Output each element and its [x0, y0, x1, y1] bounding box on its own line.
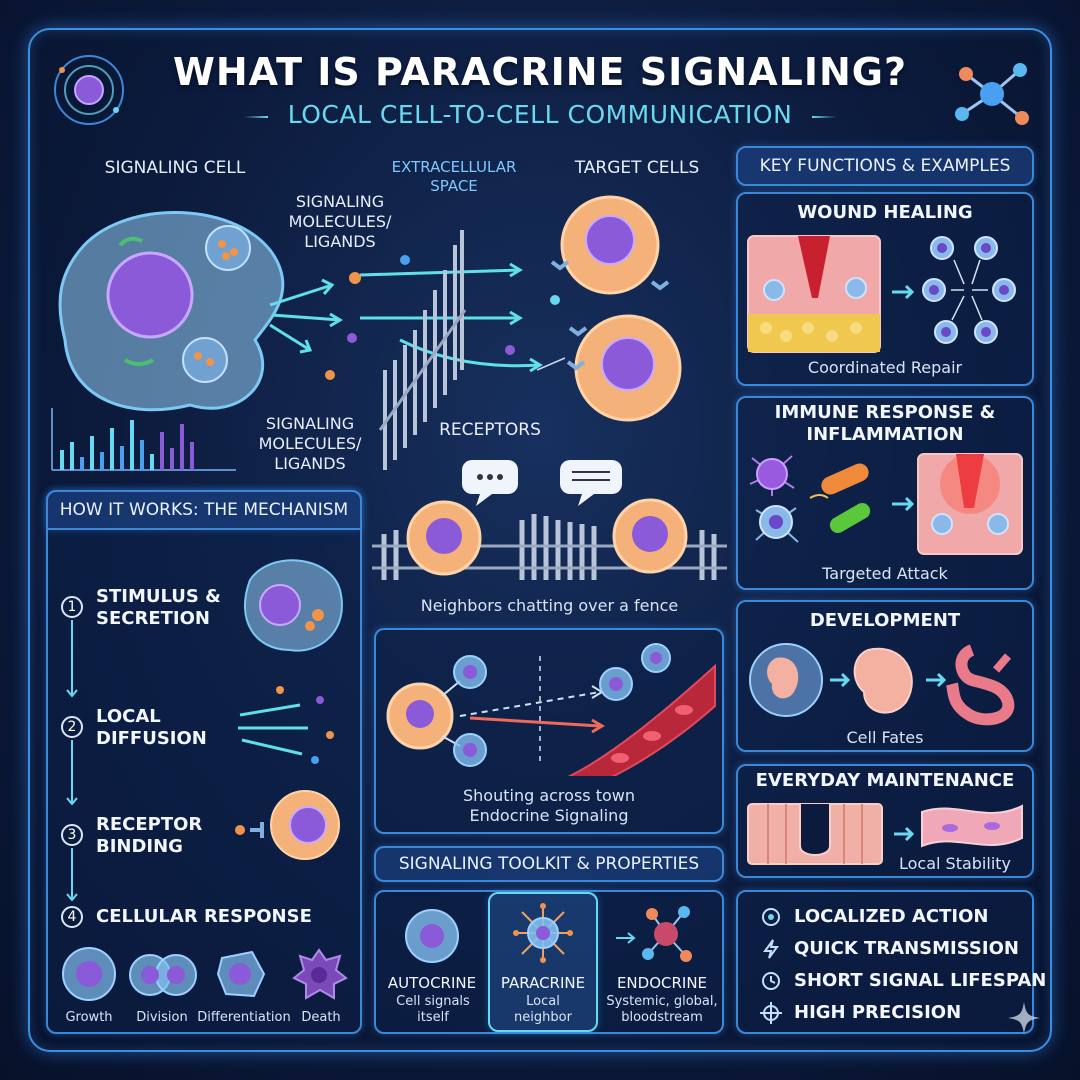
activity-bars-decoration [51, 408, 236, 471]
functions-header-box [736, 146, 1034, 186]
immune-response-illustration [749, 453, 1023, 555]
endocrine-caption-line2: Endocrine Signaling [469, 806, 629, 825]
mechanism-header-box [46, 490, 362, 530]
differentiation-cell-icon [216, 950, 266, 998]
endocrine-caption-line1: Shouting across town [463, 786, 635, 805]
page-title: WHAT IS PARACRINE SIGNALING? [172, 50, 908, 94]
properties-panel [736, 890, 1034, 1034]
step-1-label: STIMULUS & SECRETION [96, 586, 221, 629]
step-2-number: 2 [61, 716, 83, 738]
functions-header: KEY FUNCTIONS & EXAMPLES [759, 156, 1011, 176]
division-cell-icon [129, 954, 197, 996]
crosshair-icon [760, 1002, 782, 1024]
response-differentiation-label: Differentiation [197, 1010, 291, 1025]
property-short-lifespan: SHORT SIGNAL LIFESPAN [794, 970, 1047, 991]
step-3-number: 3 [61, 824, 83, 846]
growth-cell-icon [62, 947, 116, 1001]
outer-frame [28, 28, 1052, 1052]
development-title: DEVELOPMENT [809, 610, 961, 631]
property-quick-transmission: QUICK TRANSMISSION [794, 938, 1019, 959]
endocrine-desc: Systemic, global, bloodstream [606, 994, 718, 1025]
signaling-molecules-label-bottom: SIGNALING MOLECULES/ LIGANDS [258, 414, 362, 473]
fence-analogy-caption: Neighbors chatting over a fence [420, 596, 679, 615]
signaling-molecules-label-top: SIGNALING MOLECULES/ LIGANDS [288, 192, 392, 251]
endocrine-icon [616, 906, 692, 962]
response-division-label: Division [136, 1010, 188, 1025]
step-1-number: 1 [61, 596, 83, 618]
immune-response-title: IMMUNE RESPONSE & INFLAMMATION [774, 402, 996, 445]
response-death-label: Death [301, 1010, 341, 1025]
development-illustration [749, 643, 1015, 726]
property-high-precision: HIGH PRECISION [794, 1002, 962, 1023]
step-4-label: CELLULAR RESPONSE [96, 906, 312, 927]
wound-healing-illustration [747, 235, 1016, 353]
endocrine-label: ENDOCRINE [616, 974, 708, 992]
receptors-label: RECEPTORS [439, 420, 541, 440]
step-4-number: 4 [61, 906, 83, 928]
paracrine-label: PARACRINE [500, 974, 586, 992]
sparkle-icon [1008, 1002, 1040, 1034]
autocrine-label: AUTOCRINE [387, 974, 477, 992]
clock-icon [762, 972, 780, 990]
subtitle-line-left [244, 116, 268, 118]
extracellular-space-label: EXTRACELLULAR SPACE [391, 158, 517, 195]
maintenance-caption: Local Stability [898, 854, 1012, 873]
step-3-label: RECEPTOR BINDING [96, 814, 203, 857]
paracrine-icon [513, 903, 573, 963]
signaling-cell-nucleus [106, 251, 194, 339]
development-caption: Cell Fates [846, 728, 924, 747]
target-icon [762, 908, 780, 926]
cell-logo-icon [54, 55, 124, 125]
response-growth-label: Growth [65, 1010, 113, 1025]
maintenance-illustration [747, 803, 1023, 865]
fence-analogy-illustration [372, 460, 727, 580]
molecule-icon [955, 63, 1029, 125]
mechanism-header: HOW IT WORKS: THE MECHANISM [59, 500, 349, 520]
wound-healing-title: WOUND HEALING [797, 202, 973, 223]
mechanism-illustrations: ! [220, 551, 343, 860]
signaling-cell-label: SIGNALING CELL [104, 158, 246, 178]
signaling-diagram [58, 195, 682, 470]
svg-text:!: ! [220, 551, 222, 575]
wound-healing-caption: Coordinated Repair [807, 358, 963, 377]
lightning-icon [763, 939, 779, 959]
maintenance-title: EVERYDAY MAINTENANCE [755, 770, 1015, 791]
paracrine-desc: Local neighbor [514, 994, 572, 1025]
mechanism-flow-line [66, 620, 78, 902]
death-cell-icon [292, 948, 348, 1000]
target-cells-label: TARGET CELLS [574, 158, 700, 178]
immune-response-caption: Targeted Attack [822, 564, 948, 583]
toolkit-header-box [374, 846, 724, 882]
toolkit-header: SIGNALING TOOLKIT & PROPERTIES [398, 854, 700, 874]
page-subtitle: LOCAL CELL-TO-CELL COMMUNICATION [287, 100, 793, 129]
autocrine-desc: Cell signals itself [396, 994, 470, 1025]
property-localized-action: LOCALIZED ACTION [794, 906, 989, 927]
autocrine-icon [405, 909, 459, 963]
endocrine-illustration [386, 643, 716, 776]
step-2-label: LOCAL DIFFUSION [96, 706, 207, 749]
